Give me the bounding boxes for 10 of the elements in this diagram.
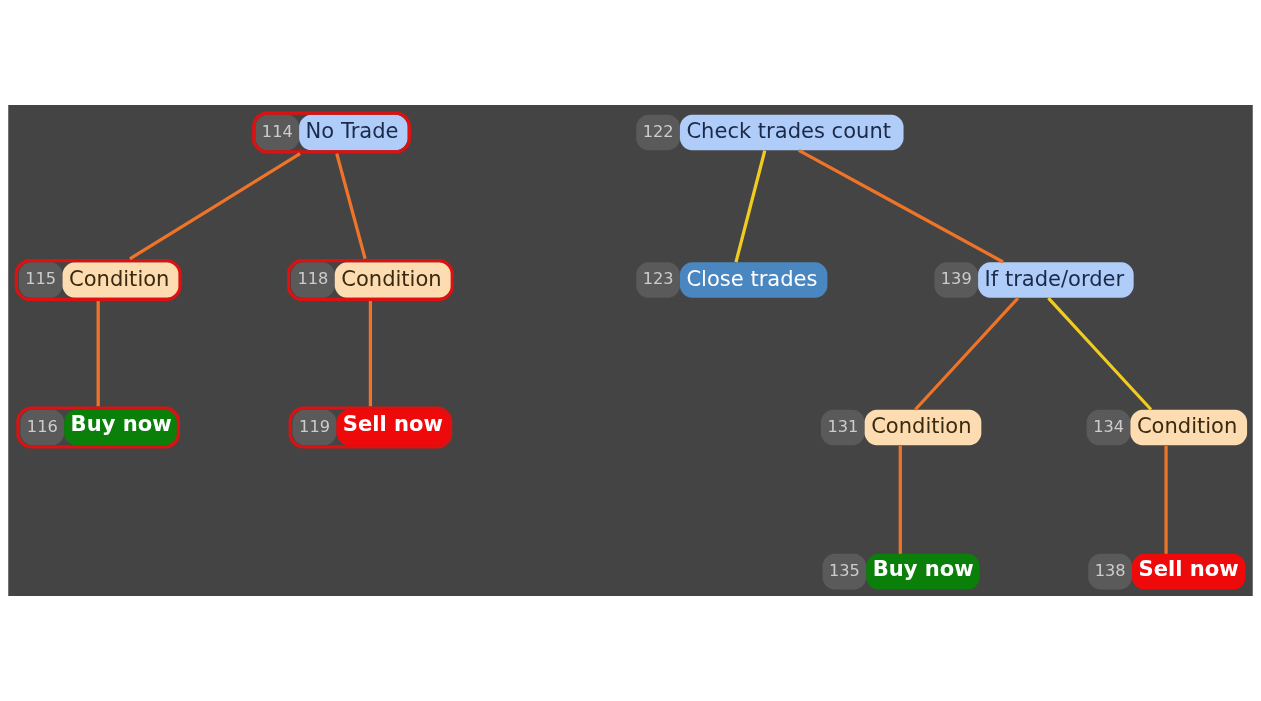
connector	[368, 301, 373, 407]
connector	[129, 152, 301, 261]
connector	[798, 149, 1004, 264]
connector	[335, 153, 367, 260]
connector	[96, 301, 100, 407]
connector	[1164, 445, 1168, 554]
connector	[914, 297, 1020, 411]
connector	[734, 150, 767, 263]
connector	[898, 445, 902, 554]
connector	[1047, 297, 1153, 411]
